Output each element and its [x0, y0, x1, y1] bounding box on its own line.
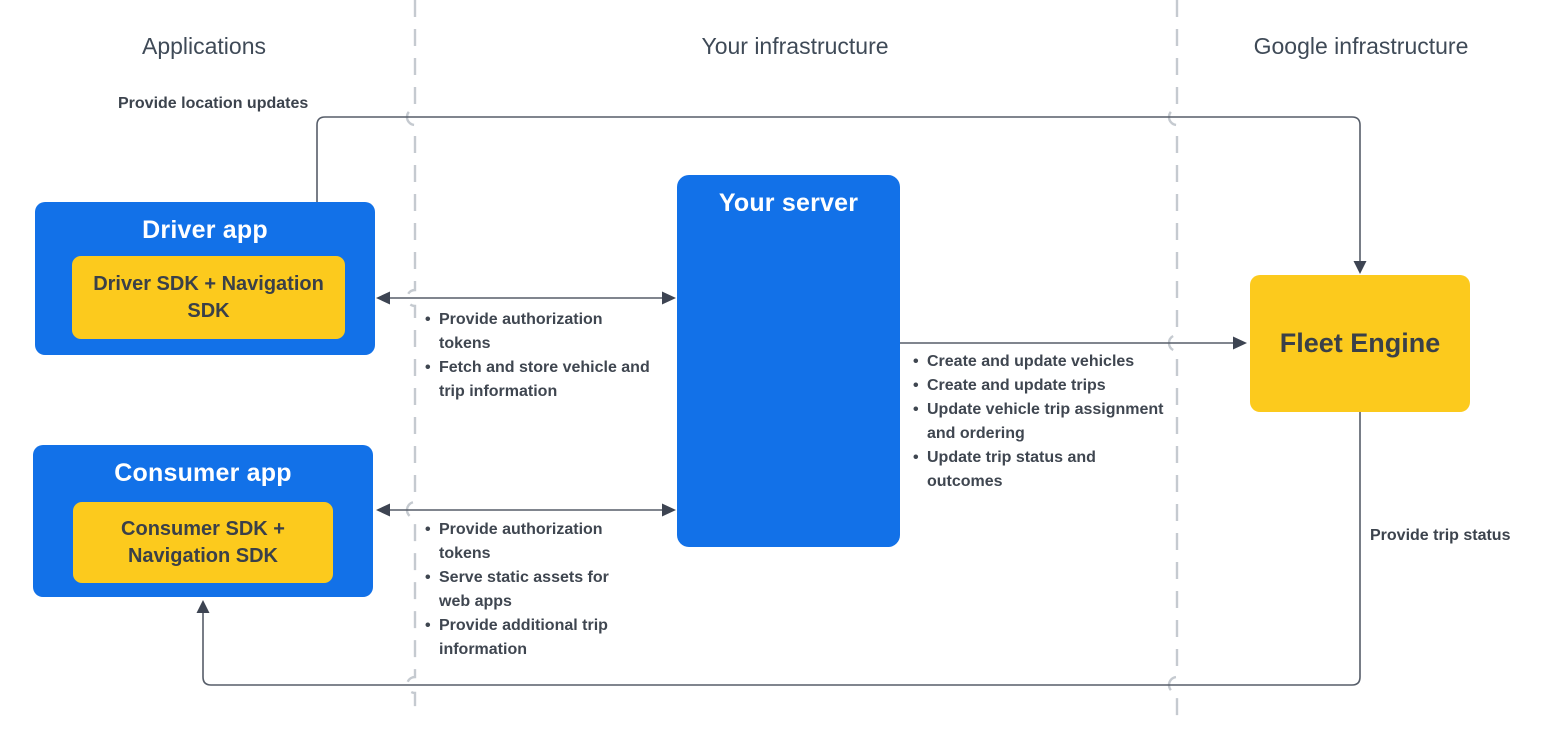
edge-location-updates-line	[316, 116, 1361, 262]
node-fleet-engine: Fleet Engine	[1250, 275, 1470, 412]
node-driver-sdk: Driver SDK + Navigation SDK	[72, 256, 345, 339]
column-header-your-infrastructure: Your infrastructure	[701, 33, 889, 59]
node-consumer-sdk: Consumer SDK + Navigation SDK	[73, 502, 333, 583]
consumer-app-title: Consumer app	[114, 459, 292, 487]
node-driver-app: Driver app Driver SDK + Navigation SDK	[35, 202, 375, 355]
bullet-item: Fetch and store vehicle and trip informa…	[425, 356, 650, 404]
bullet-item: Provide authorization tokens	[425, 308, 650, 356]
edge-label-provide-location-updates: Provide location updates	[118, 95, 309, 112]
column-header-google-infrastructure: Google infrastructure	[1253, 33, 1469, 59]
edge-trip-status-line	[202, 412, 1361, 686]
edge-consumer-server-arrowhead-left	[376, 503, 390, 517]
bullet-item: Provide additional trip information	[425, 614, 615, 662]
edge-list-consumer-server: Provide authorization tokensServe static…	[425, 518, 615, 662]
edge-consumer-server-arrowhead-right	[662, 503, 676, 517]
edge-label-provide-trip-status: Provide trip status	[1370, 527, 1511, 544]
divider-applications-your-infrastructure	[405, 0, 417, 716]
bullet-item: Serve static assets for web apps	[425, 566, 615, 614]
column-header-applications: Applications	[141, 33, 267, 59]
bullet-item: Create and update vehicles	[913, 350, 1165, 374]
bullet-item: Update vehicle trip assignment and order…	[913, 398, 1165, 446]
node-consumer-app: Consumer app Consumer SDK + Navigation S…	[33, 445, 373, 597]
edge-server-engine-arrowhead	[1233, 336, 1247, 350]
edge-driver-server-arrowhead-right	[662, 291, 676, 305]
bullet-item: Provide authorization tokens	[425, 518, 615, 566]
edge-list-server-fleet-engine: Create and update vehiclesCreate and upd…	[913, 350, 1165, 494]
divider-your-infrastructure-google-infrastructure	[1167, 0, 1179, 716]
edge-trip-status-arrowhead	[196, 600, 210, 613]
your-server-title: Your server	[718, 189, 859, 217]
driver-app-title: Driver app	[142, 216, 268, 244]
edge-driver-server-arrowhead-left	[376, 291, 390, 305]
node-your-server: Your server	[677, 175, 900, 547]
bullet-item: Update trip status and outcomes	[913, 446, 1165, 494]
edge-location-updates-arrowhead	[1353, 261, 1367, 274]
edge-list-driver-server: Provide authorization tokensFetch and st…	[425, 308, 650, 404]
bullet-item: Create and update trips	[913, 374, 1165, 398]
